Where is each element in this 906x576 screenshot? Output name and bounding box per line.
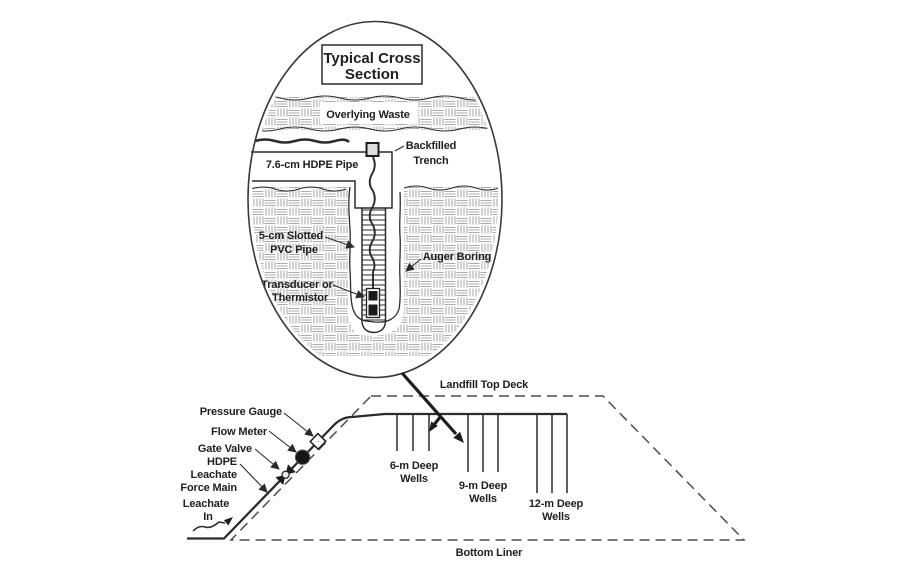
waste-label-window (320, 102, 418, 124)
cross-section-inset: Overlying Waste 7.6-cm HDPE Pipe Backfil… (247, 20, 503, 379)
force-main-label-1: HDPE (207, 456, 237, 468)
force-main-label-2: Leachate (191, 469, 238, 481)
hdpe-pipe-label: 7.6-cm HDPE Pipe (266, 159, 358, 171)
leader-force-main (239, 463, 268, 493)
inset-title-box (321, 44, 423, 85)
leader-auger-boring (405, 258, 422, 272)
pipe-elbow-fitting (365, 142, 380, 157)
leachate-in-squiggle (192, 521, 226, 532)
top-deck-label: Landfill Top Deck (440, 379, 529, 391)
leader-transducer (332, 284, 365, 299)
leachate-force-main-pipe (187, 412, 567, 540)
wells-12m (536, 414, 568, 493)
hdpe-lateral-pipe (254, 138, 350, 144)
wells-12m-label-2: Wells (542, 511, 570, 523)
leader-backfilled-trench (394, 145, 405, 152)
pressure-gauge-label: Pressure Gauge (200, 406, 282, 418)
waste-band-top-edge (252, 95, 491, 101)
pointer-arrowhead-branch (429, 421, 438, 432)
leader-slotted-pipe (324, 236, 355, 249)
backfilled-trench-label-2: Trench (413, 155, 449, 167)
profile-leader-arrows (239, 412, 314, 493)
injection-wells (396, 414, 568, 493)
force-main-label-3: Force Main (180, 482, 237, 494)
landfill-profile: Landfill Top Deck Bottom Liner Pressure … (180, 379, 746, 559)
hatch-edge-right (403, 185, 498, 191)
bottom-liner-label: Bottom Liner (456, 547, 524, 559)
slotted-pvc-label-2: PVC Pipe (270, 244, 318, 256)
leachate-in-label-1: Leachate (183, 498, 230, 510)
wells-12m-label-1: 12-m Deep (529, 498, 584, 510)
pointer-arrow-main (400, 371, 458, 436)
wells-6m-label-1: 6-m Deep (390, 460, 439, 472)
leachate-in-arrowhead (223, 517, 233, 526)
transducer-body (365, 287, 381, 319)
inset-title-line-1: Typical Cross (323, 50, 420, 67)
pvc-pipe-bottom-cap (361, 321, 387, 334)
overlying-waste-label: Overlying Waste (326, 109, 410, 121)
inset-ellipse (247, 20, 503, 379)
wells-6m-label-2: Wells (400, 473, 428, 485)
inset-leader-arrows (324, 145, 422, 299)
slotted-pvc-label-1: 5-cm Slotted (259, 230, 323, 242)
inset-title-line-2: Section (345, 66, 399, 83)
leachate-in-label-2: In (203, 511, 213, 523)
pipeline-devices (275, 432, 327, 485)
wells-9m (467, 414, 499, 472)
flow-meter-label: Flow Meter (211, 426, 268, 438)
wells-6m (396, 414, 430, 451)
pointer-arrowhead-main (453, 431, 464, 443)
waste-band-bottom-edge (252, 126, 491, 132)
hatch-edge-left (252, 186, 347, 192)
inset-pointer-arrow (400, 371, 464, 443)
leader-gate-valve (254, 448, 280, 470)
leader-flow-meter (268, 430, 297, 453)
wells-9m-label-1: 9-m Deep (459, 480, 508, 492)
gate-valve-symbol (275, 464, 296, 485)
pressure-gauge-symbol (309, 432, 327, 451)
flow-meter-symbol (294, 449, 311, 465)
transducer-label-2: Thermistor (272, 292, 329, 304)
leader-pressure-gauge (283, 412, 314, 437)
transducer-label-1: Transducer or (261, 279, 333, 291)
gate-valve-label: Gate Valve (198, 443, 252, 455)
backfilled-trench-label-1: Backfilled (406, 140, 456, 152)
leachate-in-arrow (192, 517, 233, 532)
landfill-boundary-dashed (229, 395, 746, 541)
auger-boring-label: Auger Boring (423, 251, 491, 263)
wells-9m-label-2: Wells (469, 493, 497, 505)
transducer-cable (368, 156, 376, 289)
